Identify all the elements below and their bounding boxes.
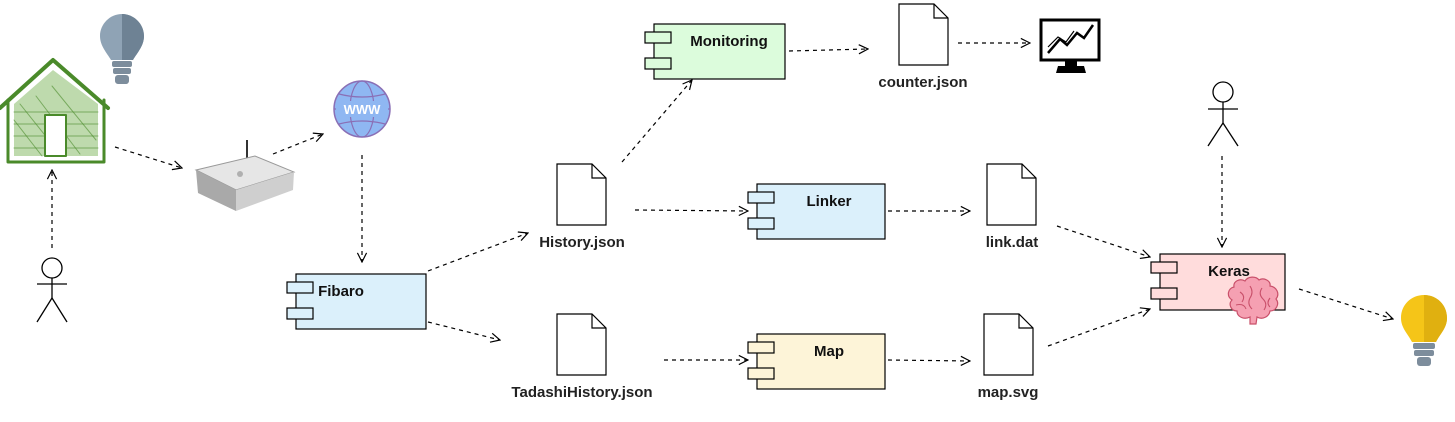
actor-icon <box>36 257 68 323</box>
file-label: TadashiHistory.json <box>511 384 652 401</box>
component-body <box>295 273 427 330</box>
bulb-on-icon <box>1401 295 1447 366</box>
monitor-chart-icon <box>1039 18 1101 73</box>
component-body <box>756 333 886 390</box>
edge-mapsvg-keras <box>1047 309 1150 347</box>
www-globe-icon: WWW <box>333 80 391 138</box>
edge-history-monitoring <box>621 80 692 163</box>
component-port-icon <box>286 281 314 294</box>
edge-keras-bulb <box>1298 288 1393 319</box>
edge-fibaro-history <box>427 233 528 272</box>
file-label: link.dat <box>986 234 1039 251</box>
file-icon <box>556 163 607 226</box>
edge-house-router <box>114 146 182 168</box>
edge-router-www <box>272 134 323 155</box>
edges <box>52 43 1393 361</box>
component-port-icon <box>644 31 672 44</box>
www-text: WWW <box>344 102 382 117</box>
file-icon <box>986 163 1037 226</box>
bulb-off-icon <box>100 14 144 84</box>
edge-history-linker <box>634 210 748 211</box>
brain-icon <box>1227 276 1279 325</box>
edge-fibaro-tadashi <box>427 321 500 340</box>
component-keras: Keras <box>1150 253 1286 325</box>
file-icon <box>983 313 1034 376</box>
component-map: Map <box>747 333 886 390</box>
component-monitoring: Monitoring <box>644 23 786 80</box>
component-body <box>653 23 786 80</box>
component-port-icon <box>286 307 314 320</box>
file-icon <box>556 313 607 376</box>
router-icon <box>194 140 296 211</box>
component-linker: Linker <box>747 183 886 240</box>
user-actor-icon <box>1207 81 1239 147</box>
component-port-icon <box>747 341 775 354</box>
file-label: History.json <box>539 234 625 251</box>
component-label: Fibaro <box>318 283 364 300</box>
component-port-icon <box>644 57 672 70</box>
component-port-icon <box>747 367 775 380</box>
component-label: Monitoring <box>690 33 767 50</box>
component-port-icon <box>1150 287 1178 300</box>
edge-monitoring-counter <box>788 49 868 51</box>
house-icon <box>0 58 110 164</box>
component-label: Keras <box>1208 263 1250 280</box>
edge-link-keras <box>1056 225 1150 257</box>
component-port-icon <box>747 217 775 230</box>
file-tadashihistory: TadashiHistory.json <box>511 313 653 401</box>
component-port-icon <box>1150 261 1178 274</box>
edge-map-mapsvg <box>887 360 970 361</box>
file-label: counter.json <box>878 74 967 91</box>
file-label: map.svg <box>978 384 1039 401</box>
component-port-icon <box>747 191 775 204</box>
file-counter: counter.json <box>878 3 968 91</box>
component-label: Linker <box>806 193 851 210</box>
component-body <box>756 183 886 240</box>
component-fibaro: Fibaro <box>286 273 427 330</box>
file-map-svg: map.svg <box>978 313 1039 401</box>
file-link: link.dat <box>986 163 1039 251</box>
file-icon <box>898 3 949 66</box>
file-history: History.json <box>539 163 625 251</box>
component-label: Map <box>814 343 844 360</box>
